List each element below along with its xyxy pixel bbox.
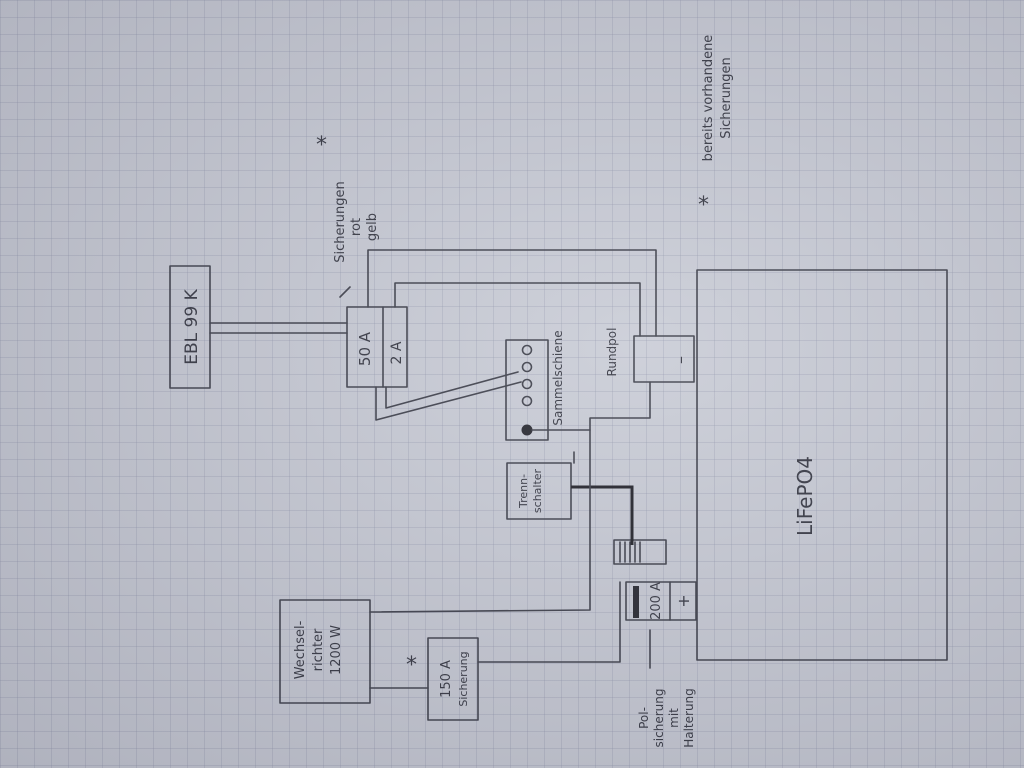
fuse-type-line-1: Sicherungen xyxy=(333,181,348,263)
wires xyxy=(209,249,657,689)
fuse-200a-label: 200 A xyxy=(649,582,664,620)
ebl-label: EBL 99 K xyxy=(182,288,202,364)
pole-fuse-line-3: mit xyxy=(667,708,681,728)
busbar-terminal-main xyxy=(521,424,533,436)
asterisk-marker-top: * xyxy=(316,133,327,158)
busbar-terminal xyxy=(521,361,533,373)
busbar-label: Sammelschiene xyxy=(551,330,565,425)
fuse-150a-box xyxy=(427,637,479,721)
pole-fuse-line-1: Pol- xyxy=(637,707,651,729)
fuse-2a-label: 2 A xyxy=(389,341,405,364)
roundpole-box xyxy=(633,335,695,383)
asterisk-marker-legend: * xyxy=(698,193,709,218)
legend-line-1: bereits vorhandene xyxy=(701,35,716,162)
fuse-150a-label: 150 A Sicherung xyxy=(439,651,470,706)
pole-fuse-line-2: sicherung xyxy=(652,689,666,748)
fuse-type-line-2: rot xyxy=(349,218,364,236)
inverter-box xyxy=(279,599,371,704)
busbar-box xyxy=(505,339,549,441)
pole-fuse-label: Pol- sicherung mit Halterung xyxy=(637,688,696,748)
legend-line-2: Sicherungen xyxy=(719,57,734,139)
legend-note: bereits vorhandene Sicherungen xyxy=(701,35,734,162)
fuse-holder-box xyxy=(346,306,408,388)
minus-terminal-label: – xyxy=(671,356,690,364)
ebl-box xyxy=(169,265,211,389)
inverter-line-1: Wechsel- xyxy=(293,620,308,679)
asterisk-marker-fuse: * xyxy=(406,653,417,678)
disconnect-line-1: Trenn- xyxy=(517,474,530,509)
fuse-type-line-3: gelb xyxy=(365,213,380,241)
inverter-line-2: richter xyxy=(311,628,326,671)
disconnect-switch-box xyxy=(506,462,572,520)
busbar-small-hatching xyxy=(619,541,641,563)
busbar-small-box xyxy=(613,539,667,565)
fuse-150a-line-1: 150 A xyxy=(439,660,454,698)
battery-plus-terminal xyxy=(625,581,697,621)
battery-box xyxy=(696,269,948,661)
fuse-50a-label: 50 A xyxy=(356,331,374,366)
fuse-200a-bar xyxy=(633,586,639,618)
inverter-label: Wechsel- richter 1200 W xyxy=(293,620,344,679)
fuse-type-label: Sicherungen rot gelb xyxy=(333,181,380,263)
inverter-line-3: 1200 W xyxy=(329,625,344,675)
busbar-terminal xyxy=(521,395,533,407)
busbar-terminals xyxy=(521,344,533,436)
busbar-terminal xyxy=(521,344,533,356)
battery-label: LiFePO4 xyxy=(793,456,817,536)
fuse-150a-line-2: Sicherung xyxy=(457,651,470,706)
disconnect-line-2: schalter xyxy=(531,468,544,513)
pole-fuse-line-4: Halterung xyxy=(682,688,696,748)
plus-terminal-label: + xyxy=(674,594,693,607)
disconnect-label: Trenn- schalter xyxy=(517,468,544,513)
busbar-terminal xyxy=(521,378,533,390)
roundpole-label: Rundpol xyxy=(605,328,619,377)
